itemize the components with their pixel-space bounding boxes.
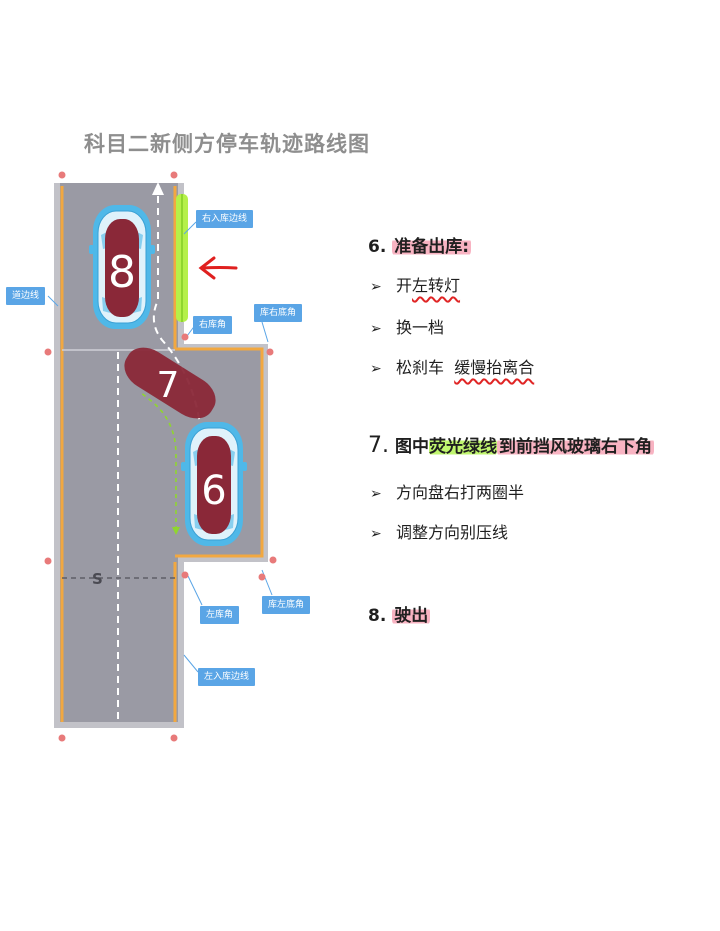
- step-7-number: 7.: [368, 433, 389, 458]
- label-road-edge: 道边线: [6, 287, 46, 305]
- item-text: 方向盘右打两圈半: [396, 483, 525, 502]
- step-7-pre: 图中: [395, 437, 429, 457]
- green-trajectory: [139, 391, 177, 530]
- item-wavy-text: 缓慢抬离合: [454, 358, 535, 377]
- label-left-entry-line: 左入库边线: [198, 668, 256, 686]
- step-6-item-2: ➢ 换一档: [370, 314, 444, 338]
- item-text: 换一档: [396, 318, 445, 337]
- red-arrow-icon: [198, 256, 238, 280]
- item-wavy-text: 左转灯: [412, 276, 461, 295]
- car-6-number: 6: [201, 468, 226, 514]
- car-8: 8: [88, 204, 156, 330]
- bullet-arrow-icon: ➢: [370, 321, 382, 337]
- bullet-arrow-icon: ➢: [370, 361, 382, 377]
- bullet-arrow-icon: ➢: [370, 486, 382, 502]
- step-8-heading: 8.驶出: [368, 601, 431, 626]
- label-right-entry-line: 右入库边线: [196, 210, 254, 228]
- yellow-lines: [60, 186, 264, 722]
- label-right-corner: 右库角: [193, 316, 233, 334]
- item-text: 松刹车: [396, 358, 445, 377]
- bullet-arrow-icon: ➢: [370, 526, 382, 542]
- step-7-item-2: ➢ 调整方向别压线: [370, 519, 508, 543]
- step-6-item-3: ➢ 松刹车 缓慢抬离合: [370, 354, 534, 378]
- bullet-arrow-icon: ➢: [370, 279, 382, 295]
- corner-dots: [44, 171, 277, 742]
- label-right-bottom-corner: 库右底角: [254, 304, 303, 322]
- trajectory-arrow: [152, 182, 164, 195]
- step-6-number: 6.: [368, 237, 387, 257]
- label-left-corner: 左库角: [200, 606, 240, 624]
- s-mark: S: [92, 570, 103, 588]
- step-8-number: 8.: [368, 606, 387, 626]
- green-trajectory-arrow: [172, 527, 180, 535]
- car-6: 6: [180, 421, 248, 547]
- diagram-title: 科目二新侧方停车轨迹路线图: [84, 132, 370, 156]
- step-7-heading: 7. 图中荧光绿线到前挡风玻璃右下角: [368, 432, 654, 458]
- step-7-green-text: 荧光绿线: [429, 437, 497, 457]
- step-6-title: 准备出库:: [392, 237, 472, 257]
- car-7-number: 7: [157, 365, 180, 406]
- step-7-item-1: ➢ 方向盘右打两圈半: [370, 479, 524, 503]
- step-8-title: 驶出: [392, 606, 431, 626]
- step-6-heading: 6.准备出库:: [368, 232, 472, 257]
- item-text: 调整方向别压线: [396, 523, 509, 542]
- step-7-pink-text: 到前挡风玻璃右下角: [497, 437, 654, 457]
- parking-diagram: S 6 8 7: [44, 171, 277, 742]
- item-prefix: 开: [396, 276, 413, 295]
- car-8-number: 8: [108, 247, 136, 298]
- step-6-item-1: ➢ 开左转灯: [370, 272, 460, 296]
- label-left-bottom-corner: 库左底角: [262, 596, 311, 614]
- car-7: 7: [124, 347, 216, 419]
